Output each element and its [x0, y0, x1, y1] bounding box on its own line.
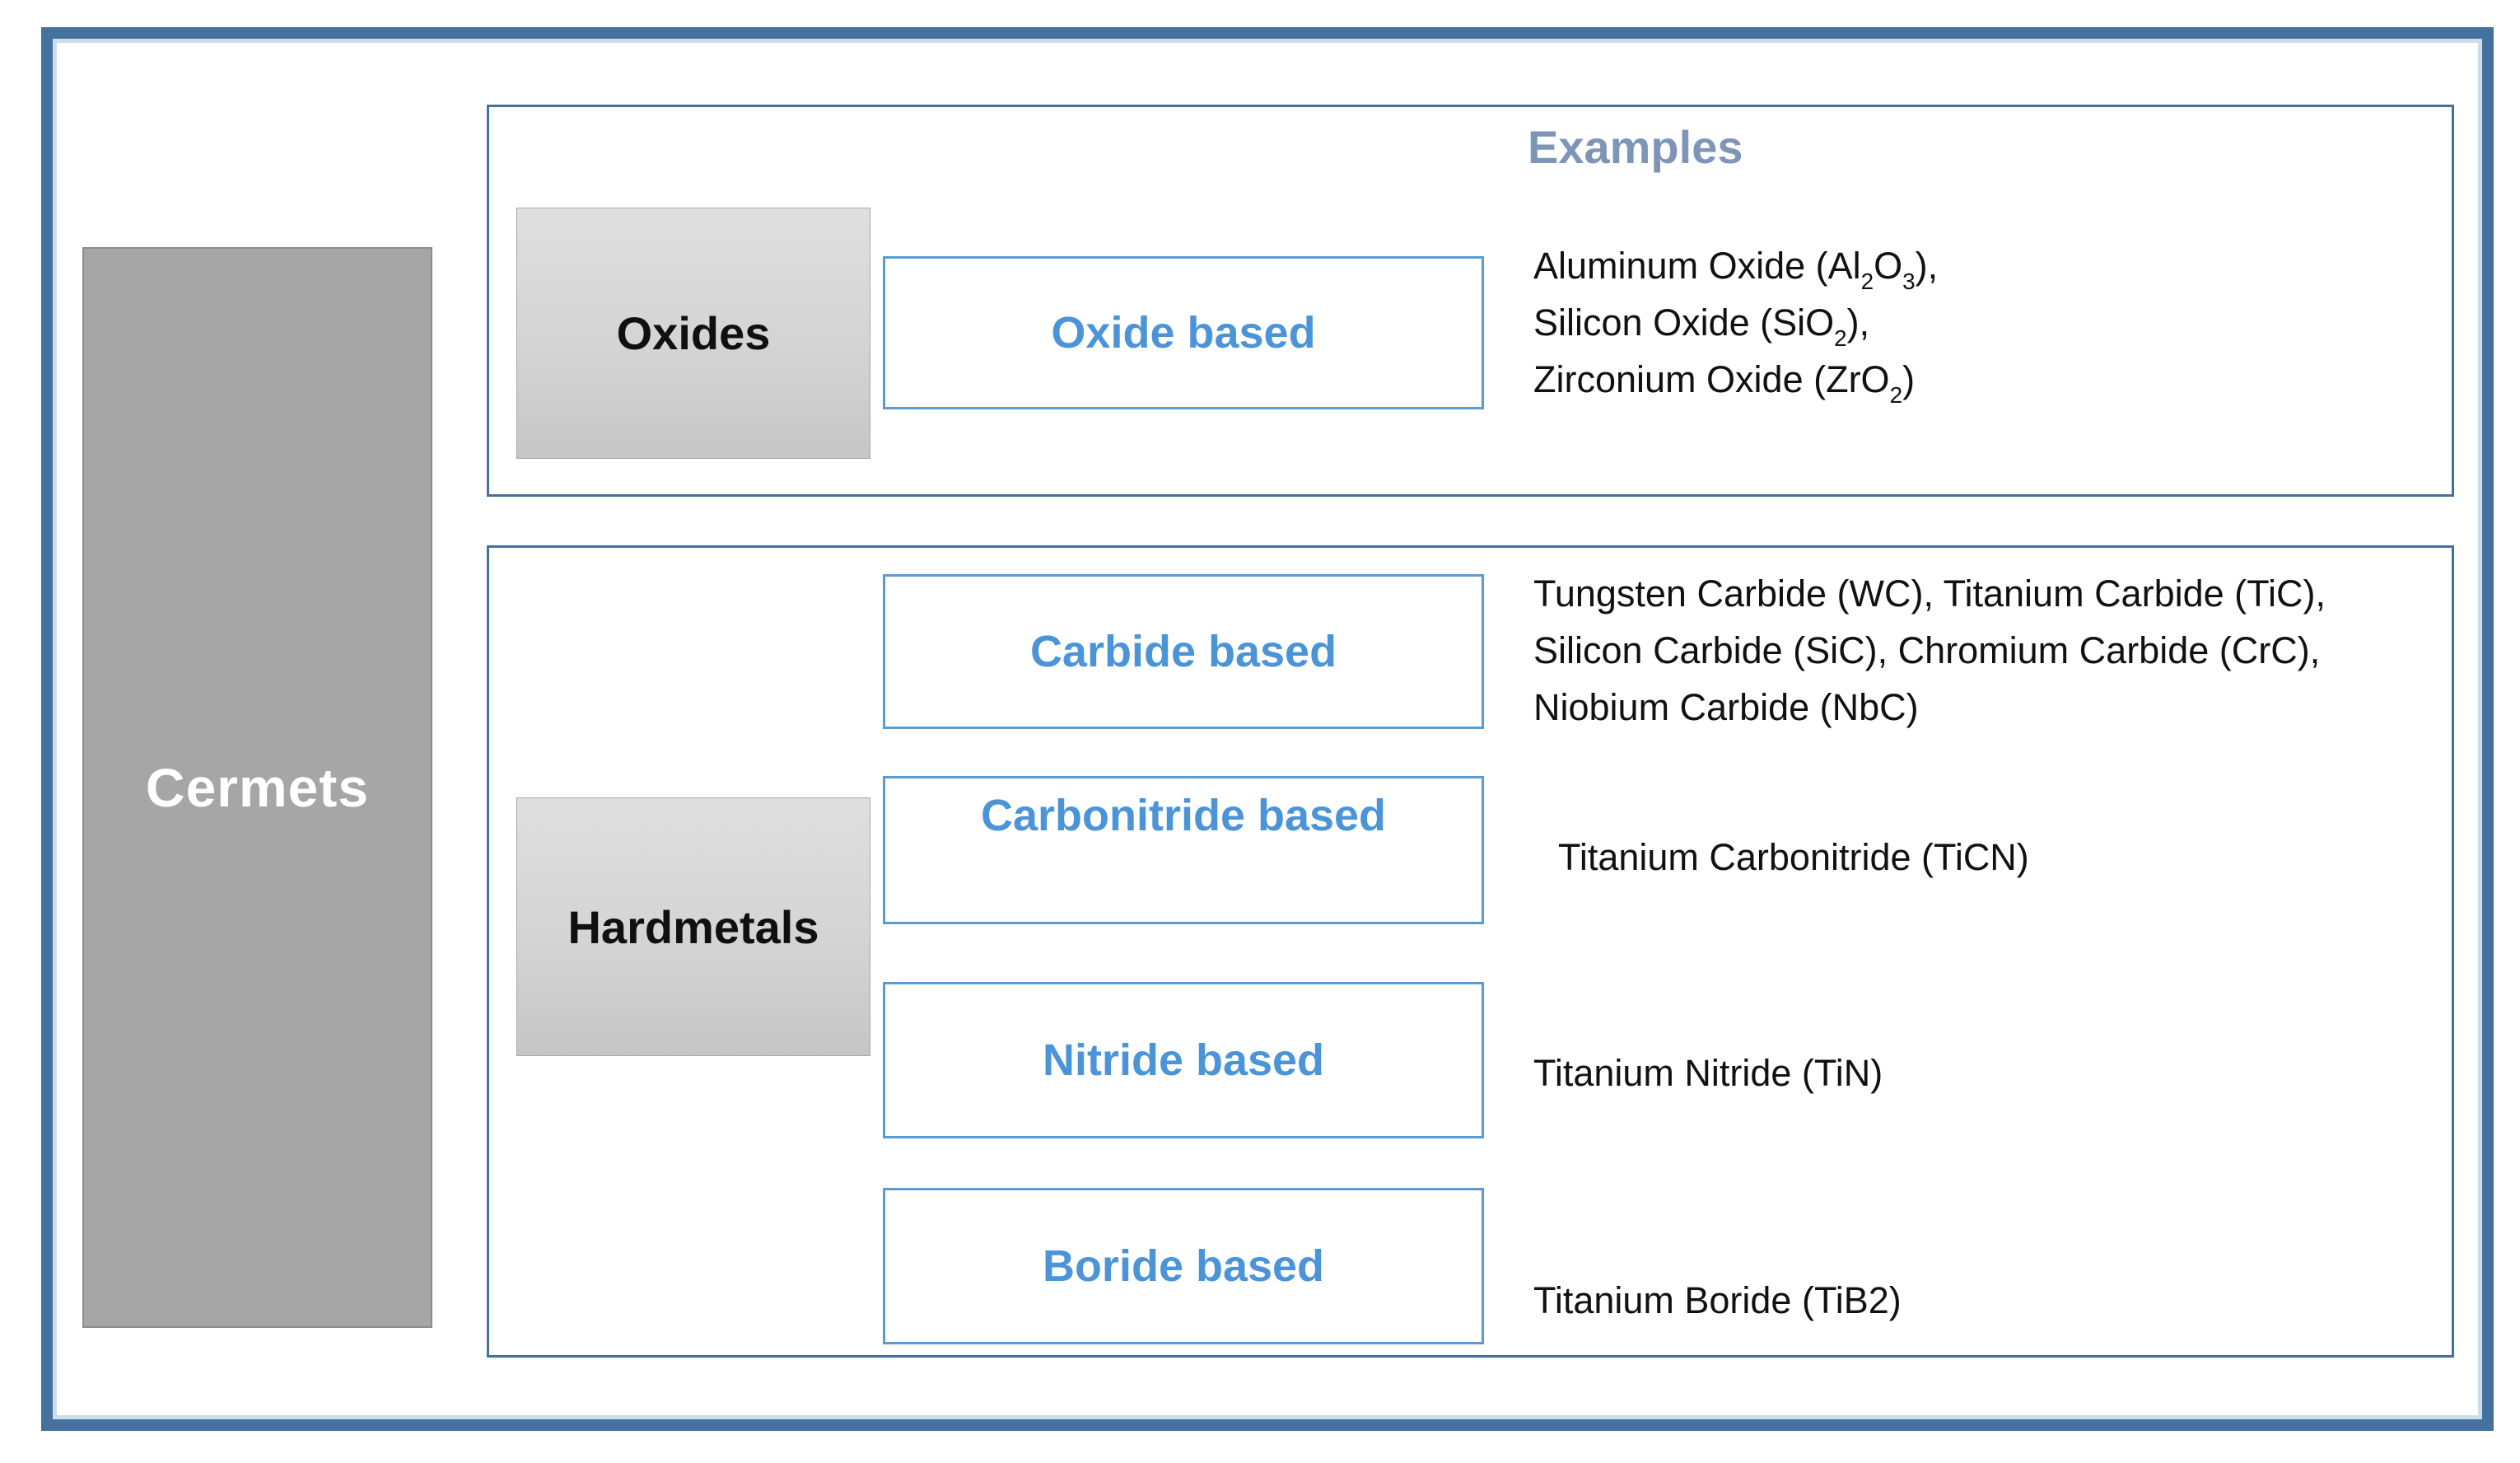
hardmetals-category-label: Hardmetals — [567, 900, 819, 953]
example-line: Zirconium Oxide (ZrO2) — [1533, 351, 1938, 408]
boride-based-type-box: Boride based — [883, 1188, 1484, 1344]
example-text-segment: ) — [1902, 358, 1916, 400]
example-text-segment: Zirconium Oxide (ZrO — [1533, 358, 1890, 400]
example-text-segment: Titanium Carbonitride (TiCN) — [1558, 836, 2029, 878]
example-text-segment: O — [1874, 245, 1903, 287]
example-text-segment: Titanium Boride (TiB2) — [1533, 1279, 1902, 1321]
carbonitride-example-text: Titanium Carbonitride (TiCN) — [1558, 829, 2029, 886]
oxide-based-label: Oxide based — [1051, 308, 1316, 358]
carbonitride-based-type-box: Carbonitride based — [883, 776, 1484, 924]
oxides-category-label: Oxides — [616, 307, 771, 359]
carbide-based-type-box: Carbide based — [883, 574, 1484, 729]
example-line: Niobium Carbide (NbC) — [1533, 679, 2326, 736]
example-text-segment: Silicon Carbide (SiC), Chromium Carbide … — [1533, 629, 2321, 671]
hardmetals-category-box: Hardmetals — [516, 797, 870, 1056]
example-text-segment: Titanium Nitride (TiN) — [1533, 1052, 1883, 1094]
example-line: Titanium Nitride (TiN) — [1533, 1045, 1883, 1101]
example-text-subscript: 2 — [1889, 382, 1903, 409]
example-text-segment: ), — [1846, 301, 1870, 344]
boride-based-label: Boride based — [1042, 1241, 1325, 1291]
example-line: Tungsten Carbide (WC), Titanium Carbide … — [1533, 565, 2326, 622]
examples-heading: Examples — [1528, 121, 1743, 173]
outer-frame — [41, 27, 2494, 1431]
example-line: Aluminum Oxide (Al2O3), — [1533, 237, 1938, 294]
nitride-based-label: Nitride based — [1042, 1035, 1325, 1085]
example-text-segment: Niobium Carbide (NbC) — [1533, 686, 1919, 728]
example-line: Titanium Carbonitride (TiCN) — [1558, 829, 2029, 886]
example-text-subscript: 3 — [1902, 269, 1916, 295]
example-text-segment: Tungsten Carbide (WC), Titanium Carbide … — [1533, 573, 2326, 615]
example-line: Silicon Oxide (SiO2), — [1533, 294, 1938, 351]
cermets-root-box: Cermets — [82, 247, 432, 1328]
example-line: Silicon Carbide (SiC), Chromium Carbide … — [1533, 622, 2326, 679]
oxide-based-type-box: Oxide based — [883, 256, 1484, 409]
nitride-example-text: Titanium Nitride (TiN) — [1533, 1045, 1883, 1101]
cermets-label: Cermets — [145, 757, 370, 818]
carbide-based-label: Carbide based — [1029, 627, 1337, 676]
example-text-segment: ), — [1915, 245, 1939, 287]
example-text-segment: Aluminum Oxide (Al — [1533, 245, 1861, 287]
example-text-segment: Silicon Oxide (SiO — [1533, 301, 1835, 344]
example-line: Titanium Boride (TiB2) — [1533, 1272, 1902, 1329]
carbonitride-based-label: Carbonitride based — [980, 791, 1387, 840]
oxide-examples-text: Aluminum Oxide (Al2O3), Silicon Oxide (S… — [1533, 237, 1938, 408]
carbide-examples-text: Tungsten Carbide (WC), Titanium Carbide … — [1533, 565, 2326, 736]
example-text-subscript: 2 — [1860, 269, 1874, 295]
oxides-category-box: Oxides — [516, 208, 870, 459]
boride-example-text: Titanium Boride (TiB2) — [1533, 1272, 1902, 1329]
nitride-based-type-box: Nitride based — [883, 982, 1484, 1138]
example-text-subscript: 2 — [1834, 325, 1847, 352]
